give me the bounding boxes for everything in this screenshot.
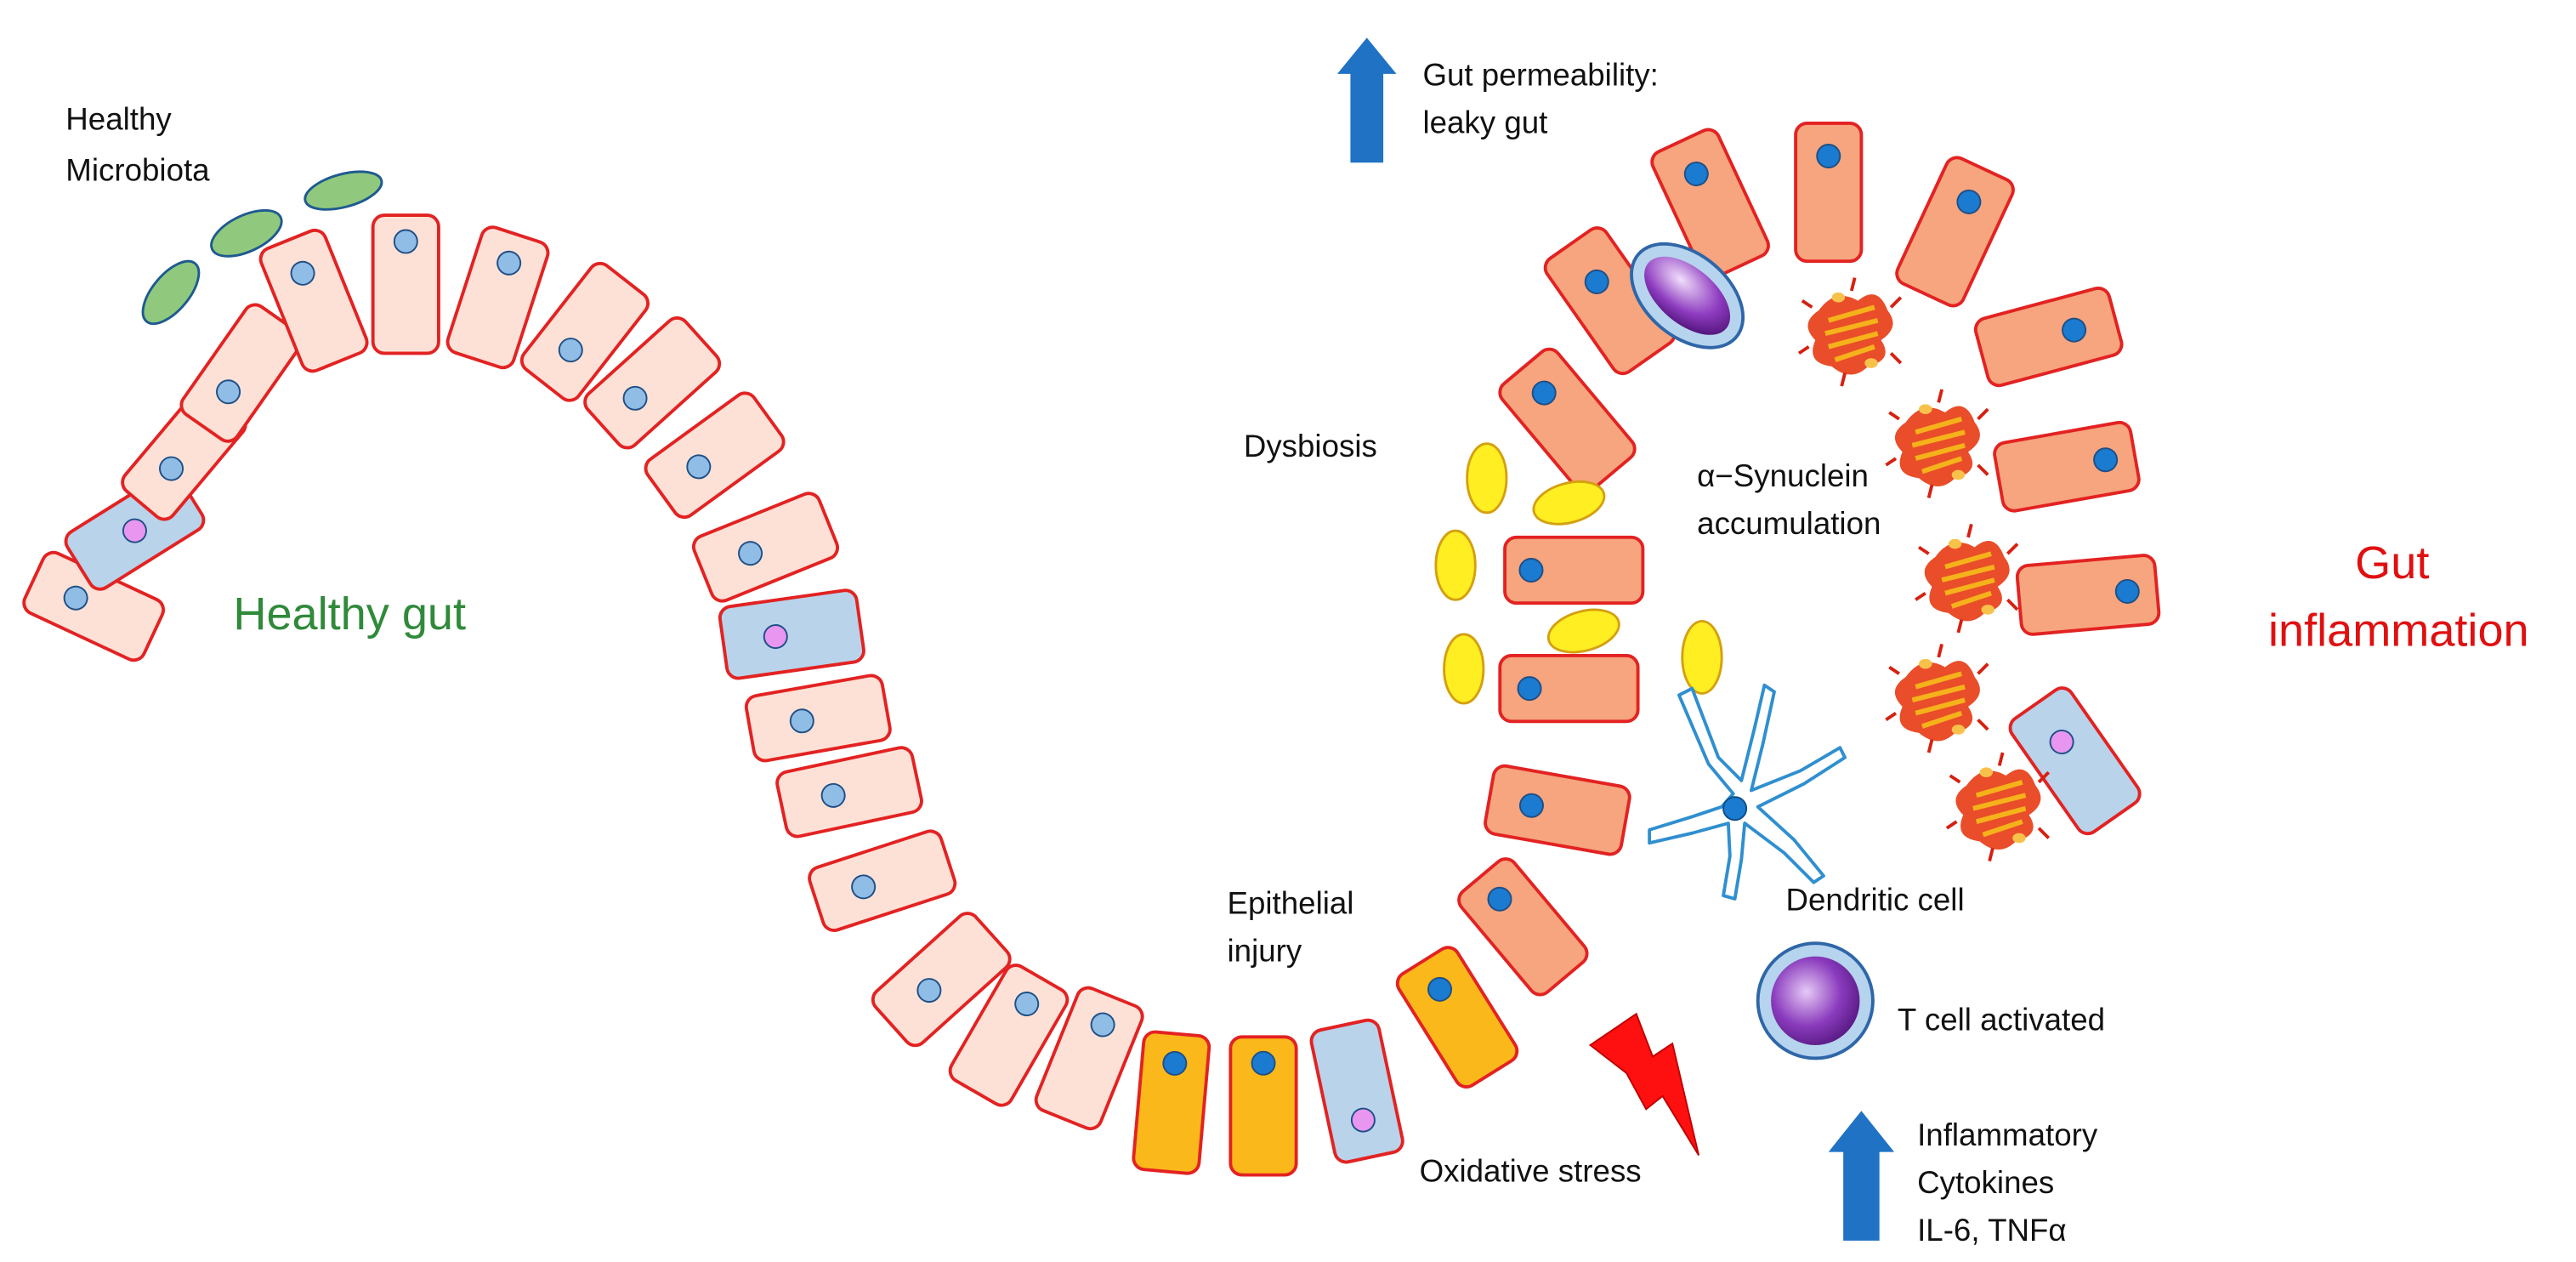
t-cell-icon — [1756, 941, 1875, 1060]
cell-nucleus — [2093, 447, 2119, 473]
cell-nucleus — [2062, 317, 2087, 343]
dendritic-cell-label: Dendritic cell — [1786, 883, 1965, 918]
inflamed-epithelial-cell — [1993, 420, 2141, 513]
dysbiotic-microbiota — [1434, 442, 1723, 705]
cell-nucleus — [496, 250, 522, 276]
inflamed-epithelial-cell — [1484, 764, 1631, 856]
cell-nucleus — [1584, 269, 1609, 294]
healthy-epithelial-cell — [445, 225, 550, 370]
healthy-epithelial-cell — [808, 829, 957, 932]
synuclein-label: α−Synuclein accumulation — [1697, 458, 1881, 541]
oxidative-stress-label: Oxidative stress — [1420, 1153, 1642, 1188]
cell-nucleus — [1090, 1012, 1115, 1037]
healthy-epithelial-cell — [371, 213, 440, 355]
cell-nucleus — [1162, 1050, 1188, 1076]
cell-nucleus — [820, 782, 846, 808]
cell-nucleus — [1350, 1107, 1376, 1133]
healthy-microbiota — [141, 170, 383, 326]
cell-nucleus — [558, 338, 583, 363]
epithelial-cell-layer — [22, 121, 2161, 1177]
healthy-epithelial-cell — [775, 746, 923, 838]
inflamed-epithelial-cell — [1457, 857, 1589, 997]
healthy-epithelial-cell — [22, 550, 166, 662]
cell-nucleus — [1487, 886, 1512, 912]
gut-inflammation-title: Gut inflammation — [2268, 537, 2529, 656]
cytokines-label: Inflammatory Cytokines IL-6, TNFα — [1917, 1117, 2106, 1248]
inflamed-epithelial-cell — [1973, 287, 2124, 388]
healthy-epithelial-cell — [1034, 986, 1144, 1131]
epithelial-injury-label: Epithelial injury — [1228, 885, 1363, 968]
cell-nucleus — [1014, 992, 1040, 1017]
t-cell-activated-label: T cell activated — [1898, 1003, 2105, 1037]
goblet-cell — [718, 588, 865, 680]
cell-nucleus — [1956, 189, 1982, 214]
cell-nucleus — [2049, 730, 2074, 754]
goblet-cell — [2008, 686, 2142, 836]
healthy-gut-title: Healthy gut — [233, 588, 466, 640]
cell-nucleus — [290, 260, 315, 286]
cell-nucleus — [1683, 162, 1709, 187]
cell-nucleus — [686, 454, 712, 480]
healthy-epithelial-cell — [744, 674, 892, 763]
inflamed-epithelial-cell — [1498, 654, 1640, 724]
inflamed-epithelial-cell — [1650, 128, 1770, 280]
inflamed-epithelial-cell — [1794, 121, 1864, 264]
cell-nucleus — [851, 874, 877, 900]
cell-nucleus — [1427, 976, 1453, 1002]
migrating-immune-cell — [1630, 242, 1745, 350]
up-arrow-icon — [1828, 1111, 1895, 1241]
inflamed-epithelial-cell — [1895, 156, 2015, 308]
cell-nucleus — [122, 518, 147, 543]
healthy-epithelial-cell — [519, 261, 650, 402]
healthy-epithelial-cell — [179, 303, 304, 443]
lightning-bolt-icon — [1588, 1012, 1700, 1156]
healthy-epithelial-cell — [871, 912, 1012, 1048]
inflamed-epithelial-cell — [1498, 347, 1637, 494]
gut-permeability-label: Gut permeability: leaky gut — [1422, 57, 1667, 139]
healthy-epithelial-cell — [644, 391, 786, 520]
cell-nucleus — [216, 379, 241, 405]
cell-nucleus — [393, 229, 418, 254]
dendritic-cell-icon — [1648, 683, 1847, 901]
cell-nucleus — [789, 708, 814, 734]
cell-nucleus — [1517, 676, 1542, 702]
healthy-microbiota-label: Healthy Microbiota — [65, 102, 210, 188]
cell-nucleus — [763, 624, 788, 650]
healthy-epithelial-cell — [583, 316, 722, 450]
cell-nucleus — [1531, 380, 1557, 406]
healthy-epithelial-cell — [691, 492, 840, 603]
up-arrow-icon — [1336, 37, 1397, 163]
cell-nucleus — [2114, 578, 2140, 604]
healthy-epithelial-cell — [948, 964, 1070, 1107]
dysbiosis-label: Dysbiosis — [1244, 429, 1377, 463]
goblet-cell — [1309, 1018, 1404, 1164]
inflamed-epithelial-cell — [1503, 535, 1645, 605]
cell-nucleus — [1816, 144, 1841, 169]
cell-nucleus — [159, 456, 184, 481]
injured-epithelial-cell — [1395, 946, 1519, 1089]
cell-nucleus — [1518, 793, 1544, 818]
healthy-epithelial-cell — [258, 228, 369, 373]
inflamed-epithelial-cell — [2015, 554, 2161, 636]
cell-nucleus — [1251, 1050, 1276, 1076]
injured-epithelial-cell — [1132, 1030, 1211, 1175]
cell-nucleus — [622, 385, 648, 411]
cell-nucleus — [916, 978, 942, 1003]
injured-epithelial-cell — [1228, 1035, 1298, 1177]
cell-nucleus — [738, 541, 763, 566]
cell-nucleus — [63, 585, 88, 611]
cell-nucleus — [1518, 558, 1544, 583]
